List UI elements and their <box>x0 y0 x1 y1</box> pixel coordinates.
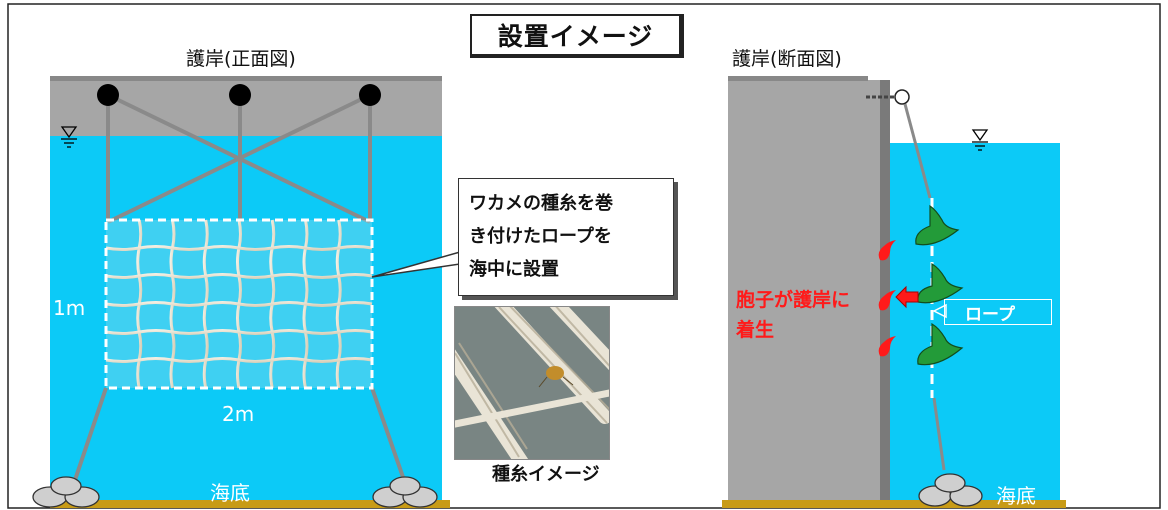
spore-label-line: 胞子が護岸に <box>736 289 851 311</box>
front-view-label: 護岸(正面図) <box>186 48 296 70</box>
spore-icon <box>878 240 896 357</box>
mooring-ring-icon <box>894 89 910 105</box>
front-mooring-lines <box>73 93 406 481</box>
front-seabed <box>50 500 450 508</box>
section-water <box>888 143 1060 503</box>
section-view-label: 護岸(断面図) <box>732 48 842 70</box>
section-view <box>722 76 1066 508</box>
section-seawall <box>728 80 884 503</box>
seed-rope-photo <box>454 306 610 460</box>
callout-line: 海中に設置 <box>469 259 559 280</box>
anchor-stone-icon <box>372 476 438 508</box>
callout-line: ワカメの種糸を巻 <box>469 193 613 214</box>
callout-box: ワカメの種糸を巻 き付けたロープを 海中に設置 <box>458 178 674 296</box>
anchor-stone-icon <box>918 473 983 507</box>
spore-attach-label: 胞子が護岸に 着生 <box>736 285 850 345</box>
water-level-icon <box>971 129 989 151</box>
photo-caption: 種糸イメージ <box>492 464 600 485</box>
callout-line: き付けたロープを <box>469 226 612 247</box>
wall-anchor-icons <box>97 84 381 106</box>
front-water <box>50 135 442 503</box>
page-title: 設置イメージ <box>470 14 684 58</box>
net-rope-horizontal <box>105 301 373 307</box>
height-label: 1m <box>53 296 86 320</box>
rope-label: ロープ <box>944 299 1052 325</box>
anchor-stone-icon <box>32 476 100 508</box>
arrow-icon <box>895 285 919 309</box>
front-view <box>32 76 461 508</box>
kelp-icon <box>915 204 964 366</box>
net-rope-horizontal <box>105 357 373 363</box>
front-seawall-edge <box>50 76 442 81</box>
net-rope-horizontal <box>105 273 373 279</box>
water-level-icon <box>60 126 78 148</box>
outer-frame <box>7 3 1161 509</box>
net-rope-horizontal <box>105 245 373 251</box>
net-rope-horizontal <box>105 329 373 335</box>
width-label: 2m <box>222 402 255 426</box>
section-seawall-face <box>880 80 890 503</box>
front-seabed-label: 海底 <box>210 481 250 505</box>
rope-net <box>104 218 374 390</box>
section-seabed-label: 海底 <box>996 484 1036 508</box>
section-seabed <box>722 500 1066 508</box>
spore-label-line: 着生 <box>736 319 775 341</box>
